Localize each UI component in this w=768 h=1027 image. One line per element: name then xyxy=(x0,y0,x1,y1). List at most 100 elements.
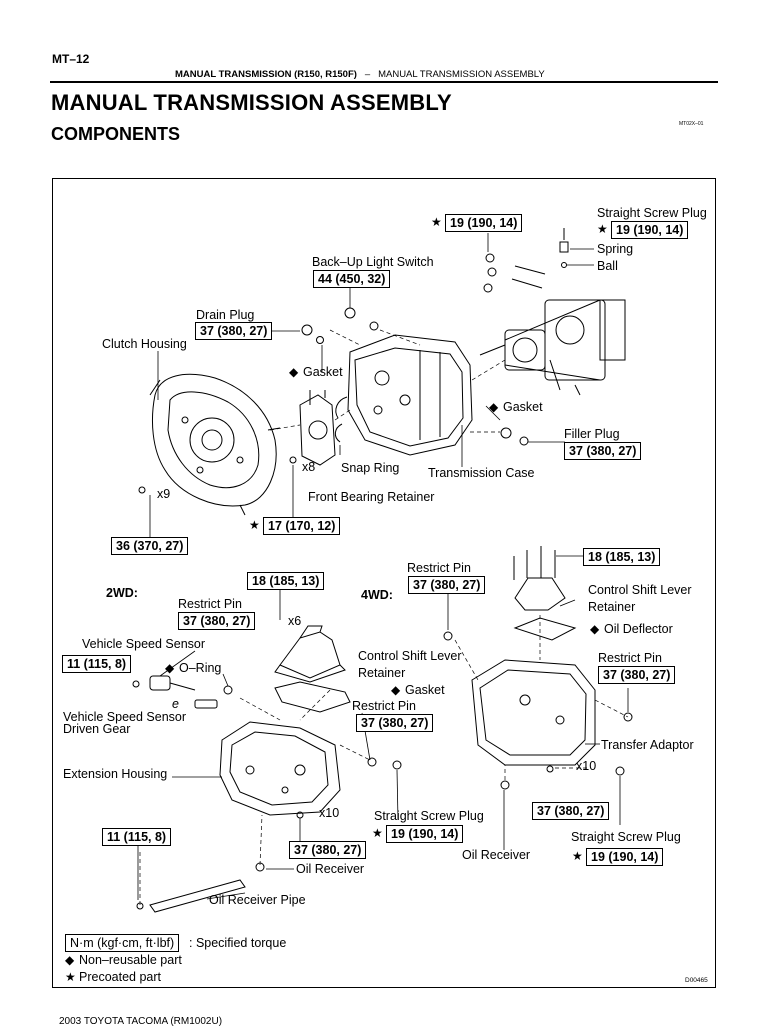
figure-code-top: MT02X–01 xyxy=(679,121,704,127)
control-shift-retainer-4wd-drawing xyxy=(513,546,566,611)
star-icon: ★ xyxy=(431,215,442,229)
label-restrict-pin-4wd-right: Restrict Pin xyxy=(598,651,662,665)
legend-unit-text: : Specified torque xyxy=(189,936,287,950)
star-icon: ★ xyxy=(249,518,260,532)
label-oil-receiver-4wd: Oil Receiver xyxy=(462,848,531,862)
torque-backup-switch: 44 (450, 32) xyxy=(313,270,391,288)
label-transfer-adaptor: Transfer Adaptor xyxy=(601,738,694,752)
legend-unit-box: N·m (kgf·cm, ft·lbf) xyxy=(65,934,180,952)
star-icon: ★ xyxy=(572,849,583,863)
filler-plug-drawing xyxy=(500,427,512,439)
diamond-icon: ◆ xyxy=(590,622,600,636)
label-x10-b: x10 xyxy=(576,759,597,773)
label-e-mark: e xyxy=(172,697,179,711)
label-restrict-pin-4wd-left: Restrict Pin xyxy=(407,561,471,575)
label-straight-screw-plug-top: Straight Screw Plug xyxy=(597,206,707,220)
torque-filler-plug: 37 (380, 27) xyxy=(564,442,642,460)
label-transmission-case: Transmission Case xyxy=(428,466,535,480)
clutch-housing-drawing xyxy=(149,373,281,516)
torque-vss: 11 (115, 8) xyxy=(62,655,132,673)
torque-screw-plug-4wd: 19 (190, 14) xyxy=(586,848,664,866)
torque-front-bearing-retainer: 17 (170, 12) xyxy=(263,517,341,535)
label-oil-receiver-2wd: Oil Receiver xyxy=(296,862,365,876)
front-bearing-retainer-drawing xyxy=(299,390,336,466)
label-backup-light-switch: Back–Up Light Switch xyxy=(312,255,434,269)
label-straight-screw-plug-2wd: Straight Screw Plug xyxy=(374,809,484,823)
running-header: MANUAL TRANSMISSION (R150, R150F) – MANU… xyxy=(175,69,545,80)
diamond-icon: ◆ xyxy=(65,953,75,967)
label-vss-driven-gear-line2: Driven Gear xyxy=(63,722,131,736)
figure-code-bottom: D00465 xyxy=(685,977,708,984)
label-ctrl-retainer-4wd-line2: Retainer xyxy=(588,600,636,614)
label-vehicle-speed-sensor: Vehicle Speed Sensor xyxy=(82,637,206,651)
torque-transfer-adaptor: 37 (380, 27) xyxy=(532,802,610,820)
label-clutch-housing: Clutch Housing xyxy=(102,337,187,351)
header-rule xyxy=(50,81,718,83)
label-restrict-pin-2wd-lower: Restrict Pin xyxy=(352,699,416,713)
page-subtitle: COMPONENTS xyxy=(51,124,181,144)
label-ball: Ball xyxy=(597,259,618,273)
drain-plug-drawing xyxy=(301,324,313,336)
star-icon: ★ xyxy=(372,826,383,840)
star-icon: ★ xyxy=(597,222,608,236)
legend-non-reusable: Non–reusable part xyxy=(79,953,182,967)
gasket-2wd-drawing xyxy=(274,681,351,713)
gear-train-drawing xyxy=(479,299,626,396)
diamond-icon: ◆ xyxy=(165,661,175,675)
extension-housing-drawing xyxy=(219,721,341,816)
diagram-frame xyxy=(52,178,716,988)
diamond-icon: ◆ xyxy=(391,683,401,697)
torque-screw-plug-2wd: 19 (190, 14) xyxy=(386,825,464,843)
label-gasket-2: Gasket xyxy=(503,400,543,414)
torque-restrict-pin-2wd-lower: 37 (380, 27) xyxy=(356,714,434,732)
running-topic: MANUAL TRANSMISSION ASSEMBLY xyxy=(378,69,545,80)
label-x6: x6 xyxy=(288,614,302,628)
label-gasket-3: Gasket xyxy=(405,683,445,697)
torque-drain-plug: 37 (380, 27) xyxy=(195,322,273,340)
legend-precoated: Precoated part xyxy=(79,970,161,984)
running-dash: – xyxy=(364,69,371,80)
torque-restrict-pin-4wd-left: 37 (380, 27) xyxy=(408,576,486,594)
label-spring: Spring xyxy=(597,242,634,256)
torque-ctrl-retainer-4wd: 18 (185, 13) xyxy=(583,548,661,566)
control-shift-retainer-2wd-drawing xyxy=(274,625,346,683)
running-section: MANUAL TRANSMISSION (R150, R150F) xyxy=(175,69,357,80)
label-restrict-pin-2wd: Restrict Pin xyxy=(178,597,242,611)
transfer-adaptor-drawing xyxy=(471,659,596,766)
vehicle-speed-sensor-drawing xyxy=(132,675,233,709)
label-ctrl-retainer-2wd-line2: Retainer xyxy=(358,666,406,680)
page-footer: 2003 TOYOTA TACOMA (RM1002U) xyxy=(59,1016,223,1027)
label-ctrl-retainer-2wd-line1: Control Shift Lever xyxy=(358,649,462,663)
label-drain-plug: Drain Plug xyxy=(196,308,255,322)
torque-clutch-housing: 36 (370, 27) xyxy=(111,537,189,555)
diamond-icon: ◆ xyxy=(489,400,499,414)
label-gasket-1: Gasket xyxy=(303,365,343,379)
oil-deflector-drawing xyxy=(513,617,577,641)
torque-screw-plug-top-left: 19 (190, 14) xyxy=(445,214,523,232)
label-filler-plug: Filler Plug xyxy=(564,427,620,441)
label-straight-screw-plug-4wd: Straight Screw Plug xyxy=(571,830,681,844)
torque-extension-housing: 37 (380, 27) xyxy=(289,841,367,859)
label-4wd: 4WD: xyxy=(361,588,393,602)
transmission-case-drawing xyxy=(347,334,473,456)
snap-ring-drawing xyxy=(334,396,348,443)
page-title: MANUAL TRANSMISSION ASSEMBLY xyxy=(51,90,452,115)
label-x9: x9 xyxy=(157,487,171,501)
torque-screw-plug-top-right: 19 (190, 14) xyxy=(611,221,689,239)
label-front-bearing-retainer: Front Bearing Retainer xyxy=(308,490,435,504)
label-oil-receiver-pipe: Oil Receiver Pipe xyxy=(209,893,306,907)
label-extension-housing: Extension Housing xyxy=(63,767,168,781)
label-vss-driven-gear-line1: Vehicle Speed Sensor xyxy=(63,710,187,724)
label-ctrl-retainer-4wd-line1: Control Shift Lever xyxy=(588,583,692,597)
torque-ctrl-retainer-2wd: 18 (185, 13) xyxy=(247,572,325,590)
label-snap-ring: Snap Ring xyxy=(341,461,400,475)
diamond-icon: ◆ xyxy=(289,365,299,379)
page-number: MT–12 xyxy=(52,52,90,66)
backup-switch-drawing xyxy=(344,307,356,319)
label-oil-deflector: Oil Deflector xyxy=(604,622,673,636)
torque-restrict-pin-2wd: 37 (380, 27) xyxy=(178,612,256,630)
torque-oil-receiver-pipe: 11 (115, 8) xyxy=(102,828,172,846)
label-x8: x8 xyxy=(302,460,316,474)
label-2wd: 2WD: xyxy=(106,586,138,600)
